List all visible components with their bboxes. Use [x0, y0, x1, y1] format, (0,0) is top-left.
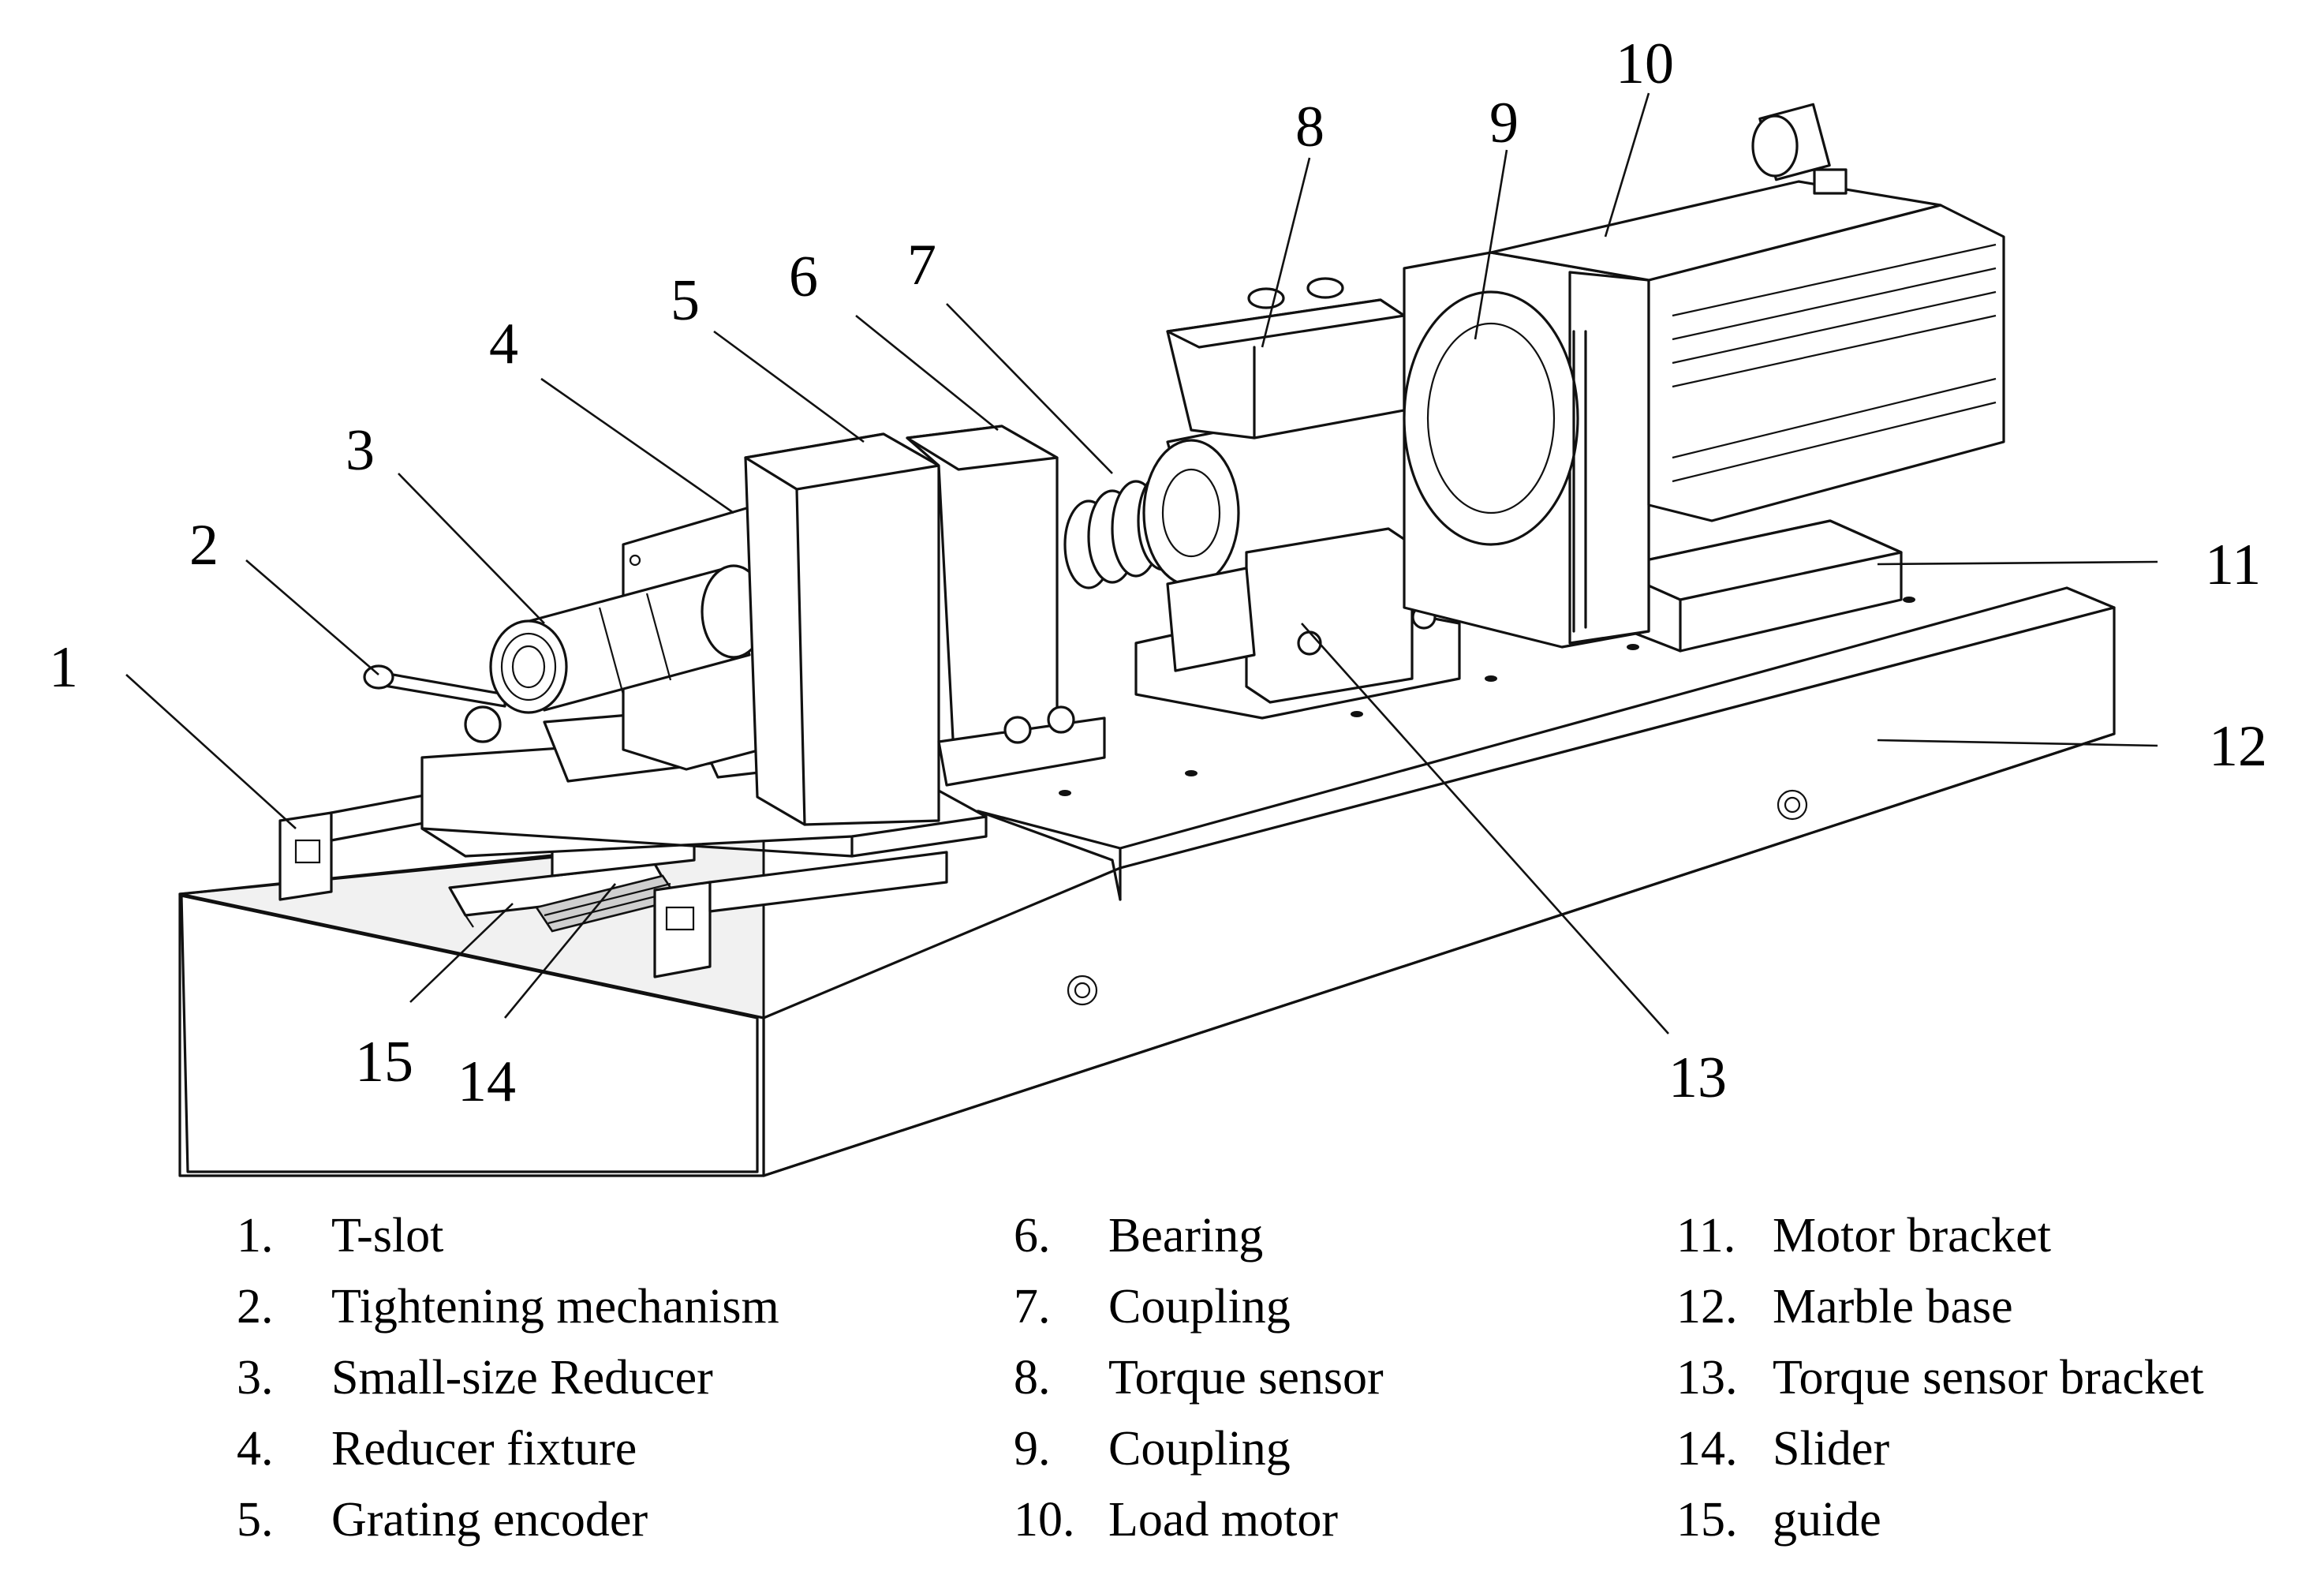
legend-item-14: 14.Slider — [1676, 1422, 1890, 1476]
leader-1 — [125, 674, 297, 829]
legend-item-13: 13.Torque sensor bracket — [1676, 1351, 2204, 1405]
sensor-connector-2 — [1306, 277, 1344, 299]
sensor-connector-1 — [1247, 287, 1285, 309]
leader-11 — [1877, 560, 2158, 566]
motor-top — [1489, 180, 1942, 282]
callout-2: 2 — [189, 513, 219, 578]
callout-7: 7 — [907, 233, 936, 297]
leader-4 — [540, 377, 734, 514]
legend-item-11: 11.Motor bracket — [1676, 1209, 2051, 1263]
callout-1: 1 — [49, 635, 78, 700]
legend-item-4: 4.Reducer fixture — [237, 1422, 637, 1476]
leader-2 — [245, 559, 379, 675]
leader-8 — [1261, 157, 1311, 348]
callout-5: 5 — [671, 268, 700, 333]
bearing — [906, 425, 1106, 787]
callout-13: 13 — [1668, 1046, 1727, 1110]
load-motor — [1403, 103, 2005, 649]
base-step-corner — [977, 810, 1122, 901]
grating-encoder — [744, 432, 992, 826]
leader-10 — [1604, 92, 1650, 238]
leader-15 — [409, 903, 514, 1003]
base-front-panel — [180, 894, 759, 1173]
callout-9: 9 — [1489, 91, 1519, 155]
legend-item-3: 3.Small-size Reducer — [237, 1351, 713, 1405]
legend-item-6: 6.Bearing — [1014, 1209, 1264, 1263]
legend-item-15: 15.guide — [1676, 1493, 1881, 1547]
base-bolt-hole-side — [1777, 789, 1808, 821]
torque-sensor-bracket — [1134, 527, 1461, 720]
callout-12: 12 — [2209, 714, 2267, 779]
callout-8: 8 — [1295, 95, 1325, 159]
callout-11: 11 — [2205, 533, 2261, 597]
legend-item-8: 8.Torque sensor — [1014, 1351, 1384, 1405]
leader-9 — [1474, 149, 1508, 340]
legend-item-2: 2.Tightening mechanism — [237, 1280, 779, 1334]
motor-flange-bore — [1403, 290, 1579, 546]
leader-lines — [125, 92, 2158, 1034]
legend-item-5: 5.Grating encoder — [237, 1493, 648, 1547]
sensor-end-face — [1142, 439, 1240, 587]
t-slot-right — [653, 851, 948, 978]
base-bolt-hole-front — [1067, 975, 1098, 1006]
callout-14: 14 — [458, 1049, 516, 1114]
leader-3 — [398, 473, 545, 624]
leader-6 — [855, 314, 999, 432]
callout-15: 15 — [355, 1030, 413, 1094]
legend-item-7: 7.Coupling — [1014, 1280, 1291, 1334]
legend-item-12: 12.Marble base — [1676, 1280, 2013, 1334]
callout-6: 6 — [789, 245, 818, 309]
motor-bracket — [1608, 519, 1903, 653]
callout-10: 10 — [1616, 32, 1674, 96]
callout-numbers: 1 2 3 4 5 6 7 8 9 10 11 12 13 14 15 — [49, 32, 2267, 1114]
base-bottom-edge — [762, 732, 2116, 1177]
leader-12 — [1877, 739, 2158, 747]
callout-3: 3 — [346, 418, 375, 483]
bracket-upright — [1245, 527, 1414, 704]
legend-item-1: 1.T-slot — [237, 1209, 444, 1263]
marble-base — [178, 586, 2116, 1177]
legend-item-10: 10.Load motor — [1014, 1493, 1338, 1547]
motor-connector — [1751, 114, 1799, 178]
leader-14 — [503, 883, 617, 1019]
legend-item-9: 9.Coupling — [1014, 1422, 1291, 1476]
leader-7 — [946, 303, 1113, 474]
leader-13 — [1301, 623, 1669, 1034]
leader-5 — [713, 330, 865, 443]
callout-4: 4 — [489, 312, 518, 376]
encoder-housing — [744, 432, 940, 826]
